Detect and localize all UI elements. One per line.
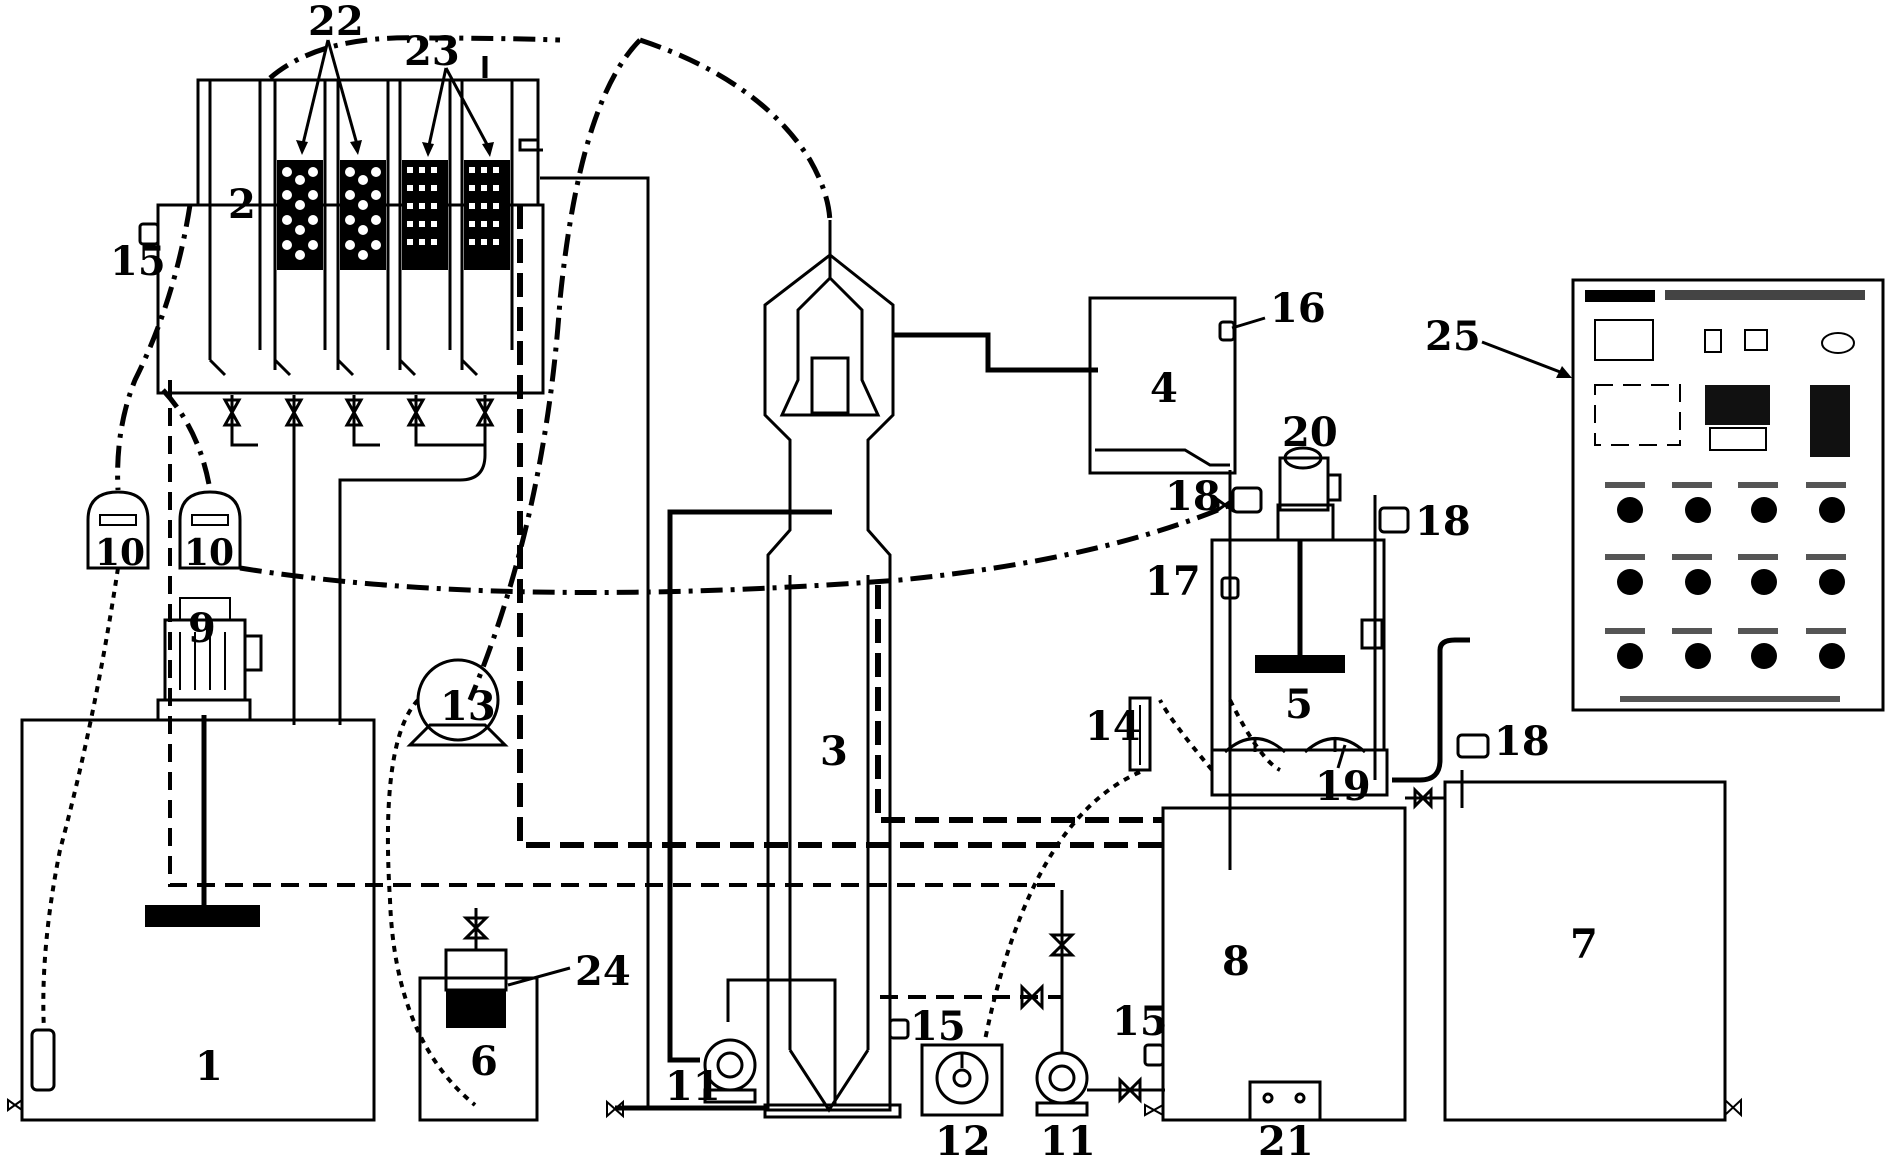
tank-7: 7 <box>1443 780 1727 1122</box>
panel-display-left <box>1594 384 1681 446</box>
flowmeter-14: 14 <box>1085 696 1152 772</box>
meter-10-right-label: 10 <box>184 532 234 574</box>
blower-13[interactable]: 13 <box>406 658 509 747</box>
tank-8-label: 8 <box>1222 938 1250 985</box>
port-15-column-label: 15 <box>910 1003 966 1050</box>
line-return <box>168 380 1062 887</box>
tank-6: 6 24 <box>418 908 631 1122</box>
line-flowmeter-to-pump-12 <box>983 770 1141 1041</box>
drain-valve-1[interactable] <box>7 1098 23 1112</box>
drain-valve-8[interactable] <box>1144 1103 1164 1117</box>
signal-to-tank-5 <box>239 502 1231 595</box>
dosing-19: 19 <box>1210 737 1389 810</box>
port-15-reactor-label: 15 <box>110 238 166 285</box>
probe-sensor <box>30 1028 56 1092</box>
valve-18-tank-7-label: 18 <box>1494 718 1550 765</box>
panel-device-icon <box>1594 319 1654 361</box>
tank-8: 8 21 <box>1161 806 1407 1160</box>
port-15-column: 15 <box>888 1003 966 1050</box>
media-23-label: 23 <box>404 28 460 75</box>
tank-5-label: 5 <box>1285 681 1313 728</box>
media-23-block-a <box>402 160 448 270</box>
valve-bypass[interactable] <box>1020 983 1044 1011</box>
valve-pump-11-right[interactable] <box>1048 933 1076 957</box>
column-3-label: 3 <box>820 728 848 775</box>
panel-display-right <box>1810 385 1850 457</box>
valve-18-tank-7[interactable]: 18 <box>1456 718 1550 765</box>
tank-1: 1 <box>20 715 376 1122</box>
media-23-block-b <box>464 160 510 270</box>
reactor-manifold <box>222 395 495 725</box>
dosing-19-label: 19 <box>1315 763 1371 810</box>
drain-valve-3[interactable] <box>606 1099 624 1119</box>
valve-tank-6[interactable] <box>462 916 490 940</box>
port-15-tank-8-label: 15 <box>1112 998 1168 1045</box>
sensor-17 <box>1220 576 1240 600</box>
agitator-paddle <box>145 905 260 927</box>
line-column-to-tank-8 <box>875 585 1163 823</box>
meter-10-left: 10 <box>86 490 150 574</box>
tank-6-label: 6 <box>470 1038 498 1085</box>
panel-display-center <box>1705 385 1770 425</box>
flowmeter-14-label: 14 <box>1085 703 1141 750</box>
pipe-to-tank-4 <box>893 332 1098 373</box>
valve-8-to-7[interactable] <box>1413 786 1433 810</box>
drain-valve-7[interactable] <box>1724 1097 1742 1118</box>
motor-9-label: 9 <box>188 605 216 652</box>
sensor-17-label: 17 <box>1145 558 1201 605</box>
heater-21-label: 21 <box>1258 1118 1314 1160</box>
panel-knobs[interactable] <box>1617 497 1845 669</box>
air-line-to-tank-6 <box>385 698 477 1107</box>
valve-18-right-top-label: 18 <box>1415 498 1471 545</box>
tank-4-label: 4 <box>1150 365 1178 412</box>
motor-9: 9 <box>156 597 263 722</box>
heater-21 <box>1248 1080 1322 1122</box>
signal-to-blower <box>467 38 642 701</box>
pipe-column-recycle <box>667 509 832 1063</box>
pump-11-right-label: 11 <box>1040 1118 1096 1160</box>
valve-18-left[interactable]: 18 <box>1165 473 1263 520</box>
tank-4: 4 16 <box>1088 285 1326 475</box>
pump-11-left-label: 11 <box>665 1063 721 1110</box>
pump-11-left[interactable]: 11 <box>665 1038 757 1110</box>
meter-10-right: 10 <box>178 490 242 574</box>
pump-11-right[interactable]: 11 <box>1035 1051 1096 1160</box>
panel-25-label: 25 <box>1425 313 1481 360</box>
control-panel-25: 25 <box>1425 278 1885 712</box>
motor-20-label: 20 <box>1282 409 1338 456</box>
valve-to-tank-8[interactable] <box>1118 1076 1142 1104</box>
reactor-2-label: 2 <box>228 181 256 228</box>
diffuser-24-label: 24 <box>575 948 631 995</box>
sensor-16-label: 16 <box>1270 285 1326 332</box>
pump-12[interactable]: 12 <box>920 1043 1004 1160</box>
reactor-2: 2 <box>156 0 545 395</box>
signal-to-column <box>639 37 833 226</box>
meter-10-left-label: 10 <box>95 532 145 574</box>
pump-12-label: 12 <box>935 1118 991 1160</box>
tank-7-label: 7 <box>1570 921 1598 968</box>
blower-13-label: 13 <box>440 683 496 730</box>
valve-18-right-top[interactable]: 18 <box>1373 495 1471 780</box>
tank-5: 17 5 <box>1145 538 1386 752</box>
port-15-reactor: 15 <box>110 222 166 285</box>
motor-20: 20 <box>1276 409 1342 542</box>
tank-1-label: 1 <box>195 1043 223 1090</box>
column-3: 3 <box>763 220 902 1119</box>
media-22-label: 22 <box>308 0 364 45</box>
line-reactor-to-tank-8 <box>517 205 1163 848</box>
port-15-tank-8: 15 <box>1112 998 1168 1067</box>
